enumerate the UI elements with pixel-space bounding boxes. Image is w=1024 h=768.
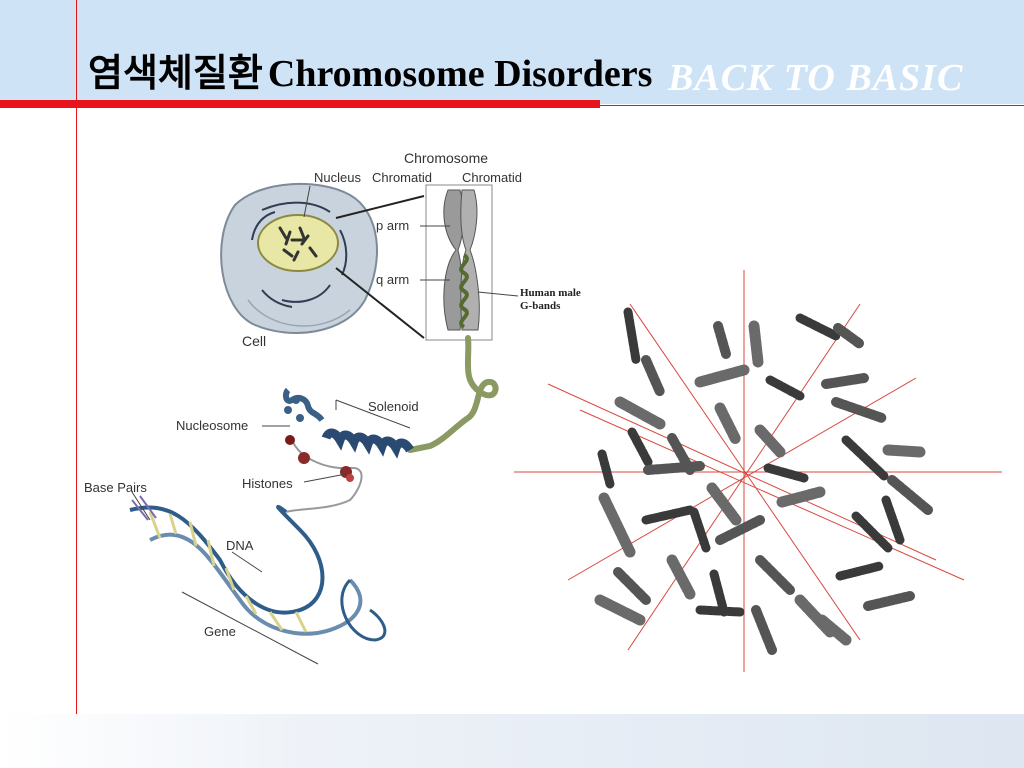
chromosome-blob: [816, 614, 852, 646]
chromosome-blob: [706, 482, 742, 526]
left-margin-line: [76, 0, 77, 714]
cell-illustration: [220, 182, 378, 334]
chromosome-blob: [694, 364, 750, 388]
footer-gradient: [0, 714, 1024, 768]
chromosome-blob: [689, 507, 711, 553]
slide-title: 염색체질환 Chromosome Disorders: [88, 42, 652, 97]
chromosome-blob: [598, 492, 636, 558]
chromosome-blob: [627, 427, 653, 467]
chromosome-blob: [882, 444, 926, 458]
label-g-bands-2: G-bands: [520, 300, 561, 312]
chromosome-blob: [695, 605, 745, 617]
chromosome-blob: [714, 402, 742, 446]
chromosome-blob: [763, 463, 809, 483]
chromosome-blob: [641, 505, 695, 525]
chromosome-blob: [795, 313, 841, 341]
chromosome-blob: [863, 591, 915, 611]
chromosome-blob: [613, 567, 651, 605]
label-nucleosome: Nucleosome: [176, 418, 248, 433]
dna-helix: [129, 495, 387, 642]
chromosome-blob: [641, 355, 665, 397]
chromosome-blob: [881, 495, 905, 545]
label-g-bands-1: Human male: [520, 287, 581, 299]
header-watermark: BACK TO BASIC: [668, 57, 964, 99]
label-solenoid: Solenoid: [368, 399, 419, 414]
chromosome-blob: [835, 561, 885, 581]
chromosome-blob: [715, 515, 765, 545]
chromosome-box: [425, 184, 493, 341]
chromosome-blob: [594, 594, 646, 626]
chromosome-blob: [755, 555, 795, 595]
label-base-pairs: Base Pairs: [84, 480, 147, 495]
title-underline-bar: [0, 100, 600, 108]
chromosome-blob: [887, 475, 933, 515]
chromosome-cluster: [594, 307, 933, 655]
chromosome-blob: [833, 323, 865, 349]
label-chromatid-left: Chromatid: [372, 170, 432, 185]
chromosome-blob: [831, 397, 887, 423]
nucleus-shape: [257, 214, 339, 272]
chromosome-blob: [709, 569, 729, 617]
label-nucleus: Nucleus: [314, 170, 361, 185]
slide-title-korean: 염색체질환: [88, 51, 263, 95]
er-stroke: [261, 201, 331, 213]
label-chromatid-right: Chromatid: [462, 170, 522, 185]
title-underline-thin: [600, 105, 1024, 106]
chromosome-blob: [851, 511, 893, 553]
chromosome-blob: [614, 396, 666, 430]
chromosome-blob: [597, 449, 615, 489]
label-q-arm: q arm: [376, 272, 409, 287]
chromosome-blob: [751, 605, 777, 655]
chromosome-blob: [821, 373, 869, 389]
label-gene: Gene: [204, 624, 236, 639]
chromosome-blob: [643, 461, 705, 475]
chromosome-blob: [841, 435, 889, 481]
slide-title-english: Chromosome Disorders: [267, 53, 653, 95]
chromosome-blob: [748, 320, 764, 368]
chromosome-blob: [713, 321, 731, 359]
label-p-arm: p arm: [376, 218, 409, 233]
header-band: [0, 0, 1024, 104]
chromosome-blob: [623, 307, 641, 365]
chromosome-blob: [754, 424, 786, 458]
chromosome-blob: [666, 554, 696, 600]
label-cell: Cell: [242, 333, 266, 349]
label-chromosome: Chromosome: [404, 150, 488, 166]
label-dna: DNA: [226, 538, 254, 553]
label-histones: Histones: [242, 476, 293, 491]
chromosome-blob: [765, 375, 805, 401]
chromosome-blob: [776, 486, 826, 508]
